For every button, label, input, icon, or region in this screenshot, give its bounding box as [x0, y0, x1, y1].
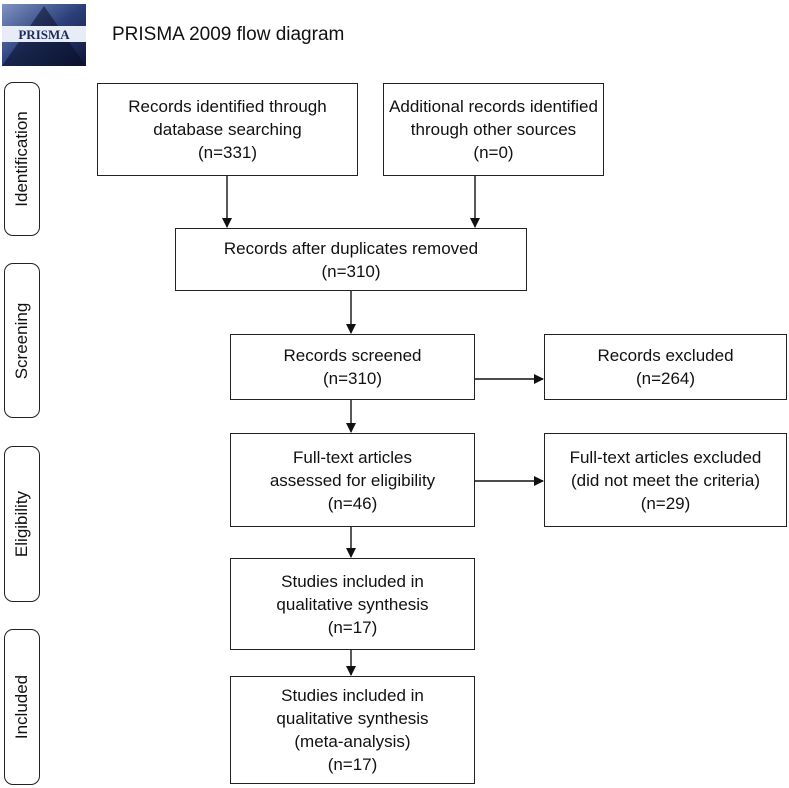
box-meta-analysis: Studies included in qualitative synthesi… [230, 676, 475, 784]
box-line: Full-text articles [292, 447, 413, 467]
box-line: through other sources [410, 120, 577, 139]
box-qualitative-synthesis: Studies included in qualitative synthesi… [230, 558, 475, 650]
box-count: (n=29) [640, 493, 691, 513]
box-count: (n=0) [473, 143, 514, 162]
box-count: (n=310) [322, 369, 383, 388]
box-line: Records excluded [597, 346, 734, 365]
box-line: Records screened [283, 346, 422, 365]
phase-included: Included [4, 629, 40, 785]
box-count: (n=46) [327, 493, 378, 513]
box-line: database searching [153, 120, 302, 139]
phase-eligibility: Eligibility [4, 446, 40, 602]
box-line: qualitative synthesis [276, 594, 429, 614]
box-line: (did not meet the criteria) [571, 470, 760, 490]
box-line: Studies included in [281, 571, 424, 591]
page-title: PRISMA 2009 flow diagram [112, 24, 345, 45]
prisma-logo: PRISMA [2, 4, 86, 66]
phase-identification: Identification [4, 82, 40, 236]
phase-screening: Screening [4, 263, 40, 418]
box-line: assessed for eligibility [269, 470, 436, 490]
box-other-sources: Additional records identified through ot… [383, 83, 604, 176]
box-count: (n=17) [327, 617, 378, 637]
box-line: Studies included in [281, 686, 424, 705]
box-line: Additional records identified [389, 97, 598, 116]
box-records-excluded: Records excluded (n=264) [544, 334, 787, 400]
box-line: qualitative synthesis [276, 709, 429, 728]
box-count: (n=17) [327, 755, 378, 774]
box-count: (n=310) [321, 261, 381, 281]
box-line: Records after duplicates removed [223, 238, 479, 258]
box-database-searching: Records identified through database sear… [97, 83, 358, 176]
box-duplicates-removed: Records after duplicates removed (n=310) [175, 228, 527, 291]
box-fulltext-assessed: Full-text articles assessed for eligibil… [230, 433, 475, 527]
box-line: Records identified through [128, 97, 327, 116]
box-count: (n=331) [197, 143, 258, 162]
box-line: Full-text articles excluded [569, 447, 762, 467]
box-count: (n=264) [635, 369, 696, 388]
box-records-screened: Records screened (n=310) [230, 334, 475, 400]
box-fulltext-excluded: Full-text articles excluded (did not mee… [544, 433, 787, 527]
logo-text: PRISMA [18, 27, 70, 42]
box-line: (meta-analysis) [294, 732, 411, 751]
